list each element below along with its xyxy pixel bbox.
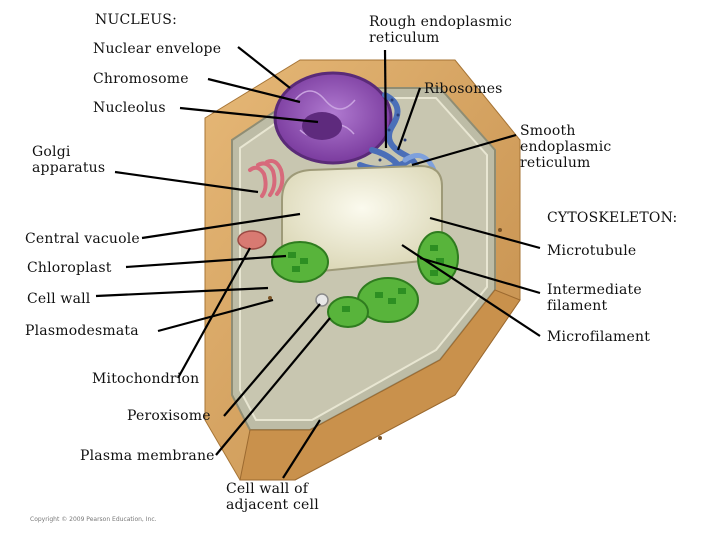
label-golgi-apparatus: Golgi apparatus: [32, 144, 106, 176]
label-plasma-membrane: Plasma membrane: [80, 448, 215, 464]
line-nuclear-envelope: [237, 46, 291, 89]
line-intermediate-filament: [419, 256, 541, 295]
label-rough-er: Rough endoplasmic reticulum: [369, 14, 513, 46]
copyright-text: Copyright © 2009 Pearson Education, Inc.: [30, 516, 157, 523]
label-nucleus: NUCLEUS:: [95, 12, 177, 28]
label-ribosomes: Ribosomes: [424, 81, 503, 97]
golgi-stack: [248, 159, 285, 198]
line-chloroplast: [125, 254, 287, 269]
leader-lines: [95, 46, 541, 479]
line-plasma-membrane: [215, 317, 331, 456]
line-microfilament: [401, 244, 541, 337]
plasmodesma: [378, 436, 382, 440]
label-cell-wall: Cell wall: [27, 291, 91, 307]
chloroplast-shapes: [271, 231, 459, 328]
cell-wall-front: [239, 289, 521, 481]
line-plasmodesmata: [157, 298, 274, 333]
line-cell-wall-adjacent: [282, 419, 321, 479]
label-cytoskeleton: CYTOSKELETON:: [547, 210, 678, 226]
line-nucleolus: [179, 106, 319, 124]
peroxisome-shape: [315, 293, 329, 307]
line-mitochondrion: [177, 247, 251, 379]
plasmodesma: [498, 228, 502, 232]
label-mitochondrion: Mitochondrion: [92, 371, 200, 387]
line-smooth-er: [411, 133, 517, 167]
label-central-vacuole: Central vacuole: [25, 231, 140, 247]
nucleolus-shape: [302, 112, 342, 140]
label-intermediate-filament: Intermediate filament: [547, 282, 642, 314]
line-microtubule: [429, 216, 541, 250]
label-plasmodesmata: Plasmodesmata: [25, 323, 139, 339]
mitochondrion-shape: [237, 230, 267, 250]
line-golgi: [114, 170, 259, 194]
label-nuclear-envelope: Nuclear envelope: [93, 41, 222, 57]
line-central-vacuole: [141, 212, 301, 240]
label-chloroplast: Chloroplast: [27, 260, 112, 276]
label-cell-wall-adjacent: Cell wall of adjacent cell: [226, 481, 319, 513]
label-peroxisome: Peroxisome: [127, 408, 211, 424]
label-microfilament: Microfilament: [547, 329, 651, 345]
label-chromosome: Chromosome: [93, 71, 189, 87]
plasmodesma: [268, 296, 272, 300]
line-peroxisome: [223, 303, 321, 417]
line-cell-wall: [95, 286, 269, 298]
label-nucleolus: Nucleolus: [93, 100, 166, 116]
line-ribosomes: [396, 87, 422, 151]
label-smooth-er: Smooth endoplasmic reticulum: [520, 123, 612, 171]
line-rough-er: [383, 49, 388, 149]
label-microtubule: Microtubule: [547, 243, 637, 259]
line-chromosome: [207, 77, 301, 104]
